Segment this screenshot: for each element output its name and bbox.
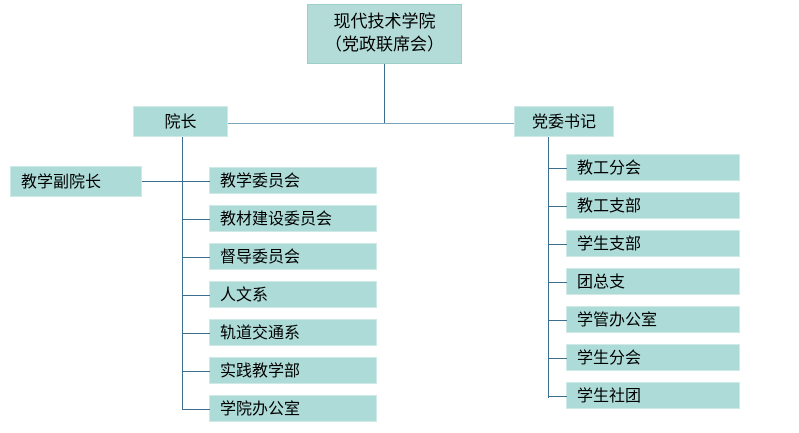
connector-root-stem: [384, 64, 385, 123]
node-left-child-6: 学院办公室: [209, 395, 377, 422]
connector-left-child-6: [182, 409, 210, 410]
connector-left-child-1: [182, 219, 210, 220]
node-right-child-3-label: 团总支: [577, 271, 626, 291]
node-left-child-3: 人文系: [209, 281, 377, 308]
connector-right-child-5: [548, 358, 567, 359]
connector-level1-bus: [228, 123, 566, 124]
connector-left-child-5: [182, 371, 210, 372]
node-root-line2: （党政联席会）: [325, 35, 444, 55]
connector-vice-dean-teaching: [142, 181, 183, 182]
node-left-child-2: 督导委员会: [209, 243, 377, 270]
node-right-child-4: 学管办公室: [566, 306, 740, 333]
node-party-secretary-label: 党委书记: [531, 111, 596, 131]
connector-right-child-6: [548, 396, 567, 397]
node-left-child-1: 教材建设委员会: [209, 205, 377, 232]
node-left-child-5-label: 实践教学部: [220, 360, 301, 380]
node-vice-dean-teaching-label: 教学副院长: [21, 171, 102, 191]
connector-left-child-2: [182, 257, 210, 258]
node-right-child-4-label: 学管办公室: [577, 309, 658, 329]
connector-right-child-1: [548, 206, 567, 207]
node-left-child-3-label: 人文系: [220, 284, 269, 304]
connector-dean-stem: [182, 137, 183, 410]
node-right-child-5-label: 学生分会: [577, 347, 642, 367]
node-right-child-6: 学生社团: [566, 382, 740, 409]
connector-right-child-0: [548, 168, 567, 169]
node-left-child-2-label: 督导委员会: [220, 246, 301, 266]
node-root-line1: 现代技术学院: [333, 12, 436, 33]
node-right-child-5: 学生分会: [566, 344, 740, 371]
node-left-child-1-label: 教材建设委员会: [220, 208, 333, 228]
node-dean: 院长: [133, 106, 228, 137]
node-right-child-2-label: 学生支部: [577, 233, 642, 253]
node-left-child-5: 实践教学部: [209, 357, 377, 384]
node-right-child-6-label: 学生社团: [577, 385, 642, 405]
node-right-child-0-label: 教工分会: [577, 157, 642, 177]
connector-right-child-3: [548, 282, 567, 283]
node-left-child-0-label: 教学委员会: [220, 170, 301, 190]
connector-left-child-0: [182, 181, 210, 182]
connector-left-child-4: [182, 333, 210, 334]
node-dean-label: 院长: [164, 111, 197, 131]
node-left-child-4: 轨道交通系: [209, 319, 377, 346]
node-right-child-1-label: 教工支部: [577, 195, 642, 215]
node-right-child-0: 教工分会: [566, 154, 740, 181]
node-right-child-3: 团总支: [566, 268, 740, 295]
node-left-child-4-label: 轨道交通系: [220, 322, 301, 342]
node-root-college: 现代技术学院 （党政联席会）: [307, 4, 462, 64]
node-left-child-0: 教学委员会: [209, 167, 377, 194]
node-right-child-2: 学生支部: [566, 230, 740, 257]
connector-right-child-2: [548, 244, 567, 245]
connector-party-secretary-stem: [548, 137, 549, 398]
node-right-child-1: 教工支部: [566, 192, 740, 219]
node-vice-dean-teaching: 教学副院长: [10, 166, 142, 197]
connector-left-child-3: [182, 295, 210, 296]
node-left-child-6-label: 学院办公室: [220, 398, 301, 418]
node-party-secretary: 党委书记: [514, 106, 614, 137]
connector-right-child-4: [548, 320, 567, 321]
